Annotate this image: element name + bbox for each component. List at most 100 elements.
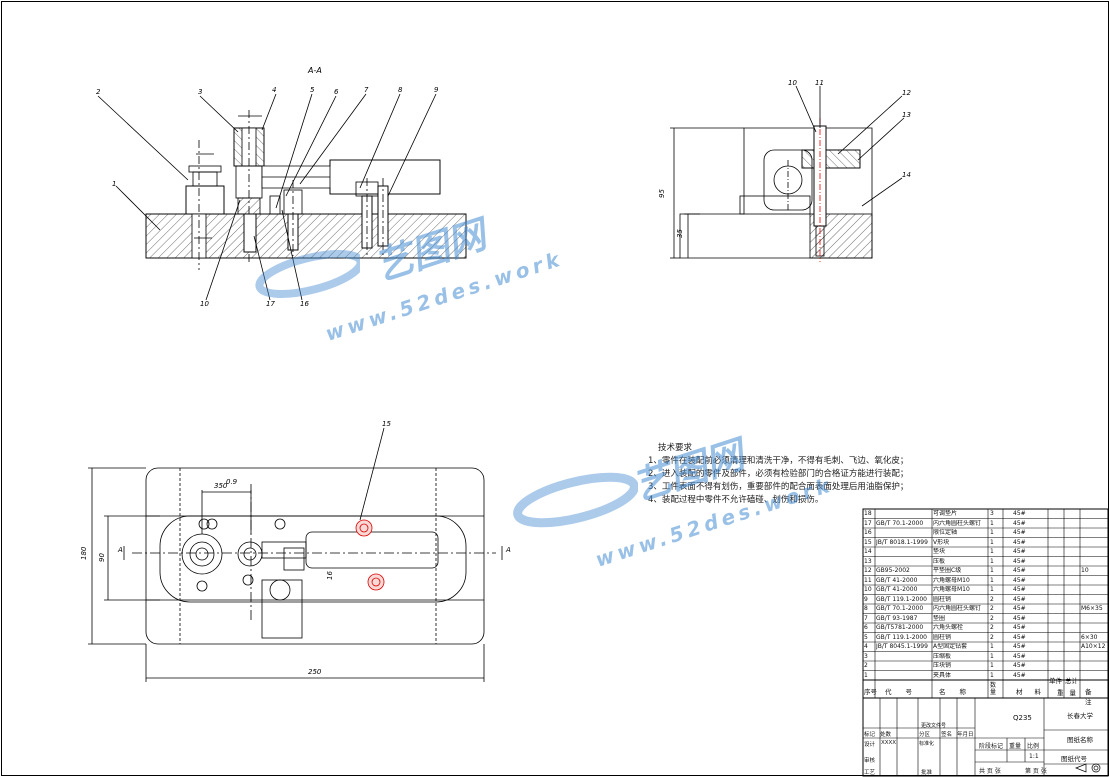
bom-cell-name: 垫圈 [933, 614, 946, 622]
notes-title: 技术要求 [658, 443, 693, 453]
bom-header-weight: 重量 [1057, 689, 1082, 697]
bom-cell-mat: 45# [1013, 557, 1026, 565]
bom-cell-name: 限位定轴 [933, 529, 958, 536]
bom-cell-qty: 3 [990, 510, 994, 517]
technical-notes: 技术要求 1、零件在装配前必须清理和清洗干净，不得有毛刺、飞边、氧化皮； 2、进… [648, 442, 908, 507]
bom-header-mat: 材料 [1016, 688, 1053, 696]
svg-text:A: A [117, 546, 123, 554]
tb-weight: 重量 [1009, 743, 1022, 750]
plan-view-labels: 350 0.9 180 90 250 16 15 A A [80, 420, 511, 676]
tb-drawing-code: 图纸代号 [1061, 755, 1087, 763]
plan-view [88, 427, 503, 682]
bom-rows-lines [863, 518, 1108, 671]
bom-cell-name: 圆柱销 [933, 633, 952, 641]
bom-header-name: 名称 [939, 688, 980, 696]
bom-cell-no: 4 [864, 643, 868, 650]
bom-cell-qty: 1 [990, 586, 994, 593]
bom-cell-mat: 45# [1013, 652, 1026, 660]
bom-cell-no: 15 [864, 538, 872, 546]
svg-text:350: 350 [214, 482, 228, 490]
bom-cell-code: JB/T 8018.1-1999 [876, 538, 928, 546]
bom-cell-name: 夹具体 [933, 671, 952, 679]
bom-cell-code: GB/T 41-2000 [876, 576, 918, 584]
bom-header-code: 代号 [885, 688, 926, 696]
bom-cell-no: 3 [864, 652, 868, 660]
bom-cell-mat: 45# [1013, 567, 1026, 574]
bom-cell-no: 12 [864, 567, 872, 574]
bom-cell-qty: 1 [990, 548, 994, 555]
bom-grid [862, 508, 1109, 777]
side-view-labels: 10 11 12 13 14 95 35 [658, 79, 911, 238]
bom-cell-mat: 45# [1013, 633, 1026, 641]
bom-cell-mat: 45# [1013, 595, 1026, 603]
note-3: 3、工件表面不得有划伤，重要部件的配合面表面处理后用油脂保护； [648, 482, 909, 492]
tb-drawing-name: 图纸名称 [1067, 736, 1093, 744]
bom-cell-mat: 45# [1013, 614, 1026, 622]
bom-header: 序号 代号 名称 数量 材料 单件 总计 重量 备注 [863, 677, 1108, 706]
bom-cell-no: 6 [864, 624, 868, 631]
bom-cell-mat: 45# [1013, 643, 1026, 650]
tb-sign: 签名 [941, 732, 953, 738]
bom-cell-code: GB/T 119.1-2000 [876, 595, 927, 603]
watermark-swoosh-1 [255, 250, 360, 298]
svg-text:8: 8 [398, 86, 403, 94]
bom-cell-note: M6×35 [1081, 605, 1103, 612]
tb-count: 处数 [880, 732, 892, 738]
svg-text:6: 6 [334, 88, 339, 96]
bom-cell-name: 压块销 [933, 662, 952, 669]
bom-cell-code: GB/T 119.1-2000 [876, 633, 927, 641]
bom-cell-note: 6×30 [1081, 633, 1098, 641]
bom-cell-name: 六角头螺栓 [933, 624, 964, 631]
tb-approve: 批准 [921, 770, 933, 776]
bom-cell-mat: 45# [1013, 624, 1026, 631]
bom-cell-name: 压板 [933, 557, 946, 565]
note-4: 4、装配过程中零件不允许磕碰、划伤和损伤。 [648, 495, 824, 505]
bom-cell-name: 垫块 [933, 548, 946, 555]
bom-cell-mat: 45# [1013, 671, 1026, 679]
svg-text:16: 16 [300, 300, 309, 308]
svg-text:10: 10 [788, 79, 797, 87]
svg-text:95: 95 [658, 189, 666, 198]
svg-text:13: 13 [902, 111, 911, 119]
bom-header-no: 序号 [864, 688, 877, 696]
tb-std: 标准化 [919, 741, 935, 747]
bom-cell-name: V形块 [933, 538, 950, 546]
bom-cell-mat: 45# [1013, 519, 1026, 527]
svg-text:35: 35 [676, 229, 684, 238]
bom-cell-code: GB/T 93-1987 [876, 614, 918, 622]
section-label: A-A [307, 66, 322, 75]
svg-text:180: 180 [80, 546, 88, 560]
svg-text:14: 14 [902, 171, 911, 179]
tb-process: 工艺 [864, 770, 876, 776]
bom-cell-mat: 45# [1013, 586, 1026, 593]
bom-cell-name: 内六角圆柱头螺钉 [933, 519, 982, 527]
bom-cell-mat: 45# [1013, 538, 1026, 546]
bom-cell-no: 14 [864, 548, 872, 555]
svg-text:250: 250 [308, 668, 322, 676]
bom-cell-qty: 1 [990, 538, 994, 546]
svg-text:1: 1 [112, 180, 116, 188]
bom-cell-qty: 1 [990, 557, 994, 565]
bom-cell-no: 5 [864, 633, 868, 641]
bom-cell-code: GB/T 70.1-2000 [876, 519, 924, 527]
bom-cell-mat: 45# [1013, 576, 1026, 584]
svg-text:A: A [505, 546, 511, 554]
bom-cell-code: GB95-2002 [876, 567, 910, 574]
bom-cell-name: 压缩板 [933, 652, 952, 660]
tb-check: 审核 [864, 758, 876, 764]
bom-cell-no: 16 [864, 529, 872, 536]
bom-header-qty: 数量 [990, 682, 997, 696]
tb-date: 年月日 [957, 732, 974, 738]
bom-cell-mat: 45# [1013, 605, 1026, 612]
